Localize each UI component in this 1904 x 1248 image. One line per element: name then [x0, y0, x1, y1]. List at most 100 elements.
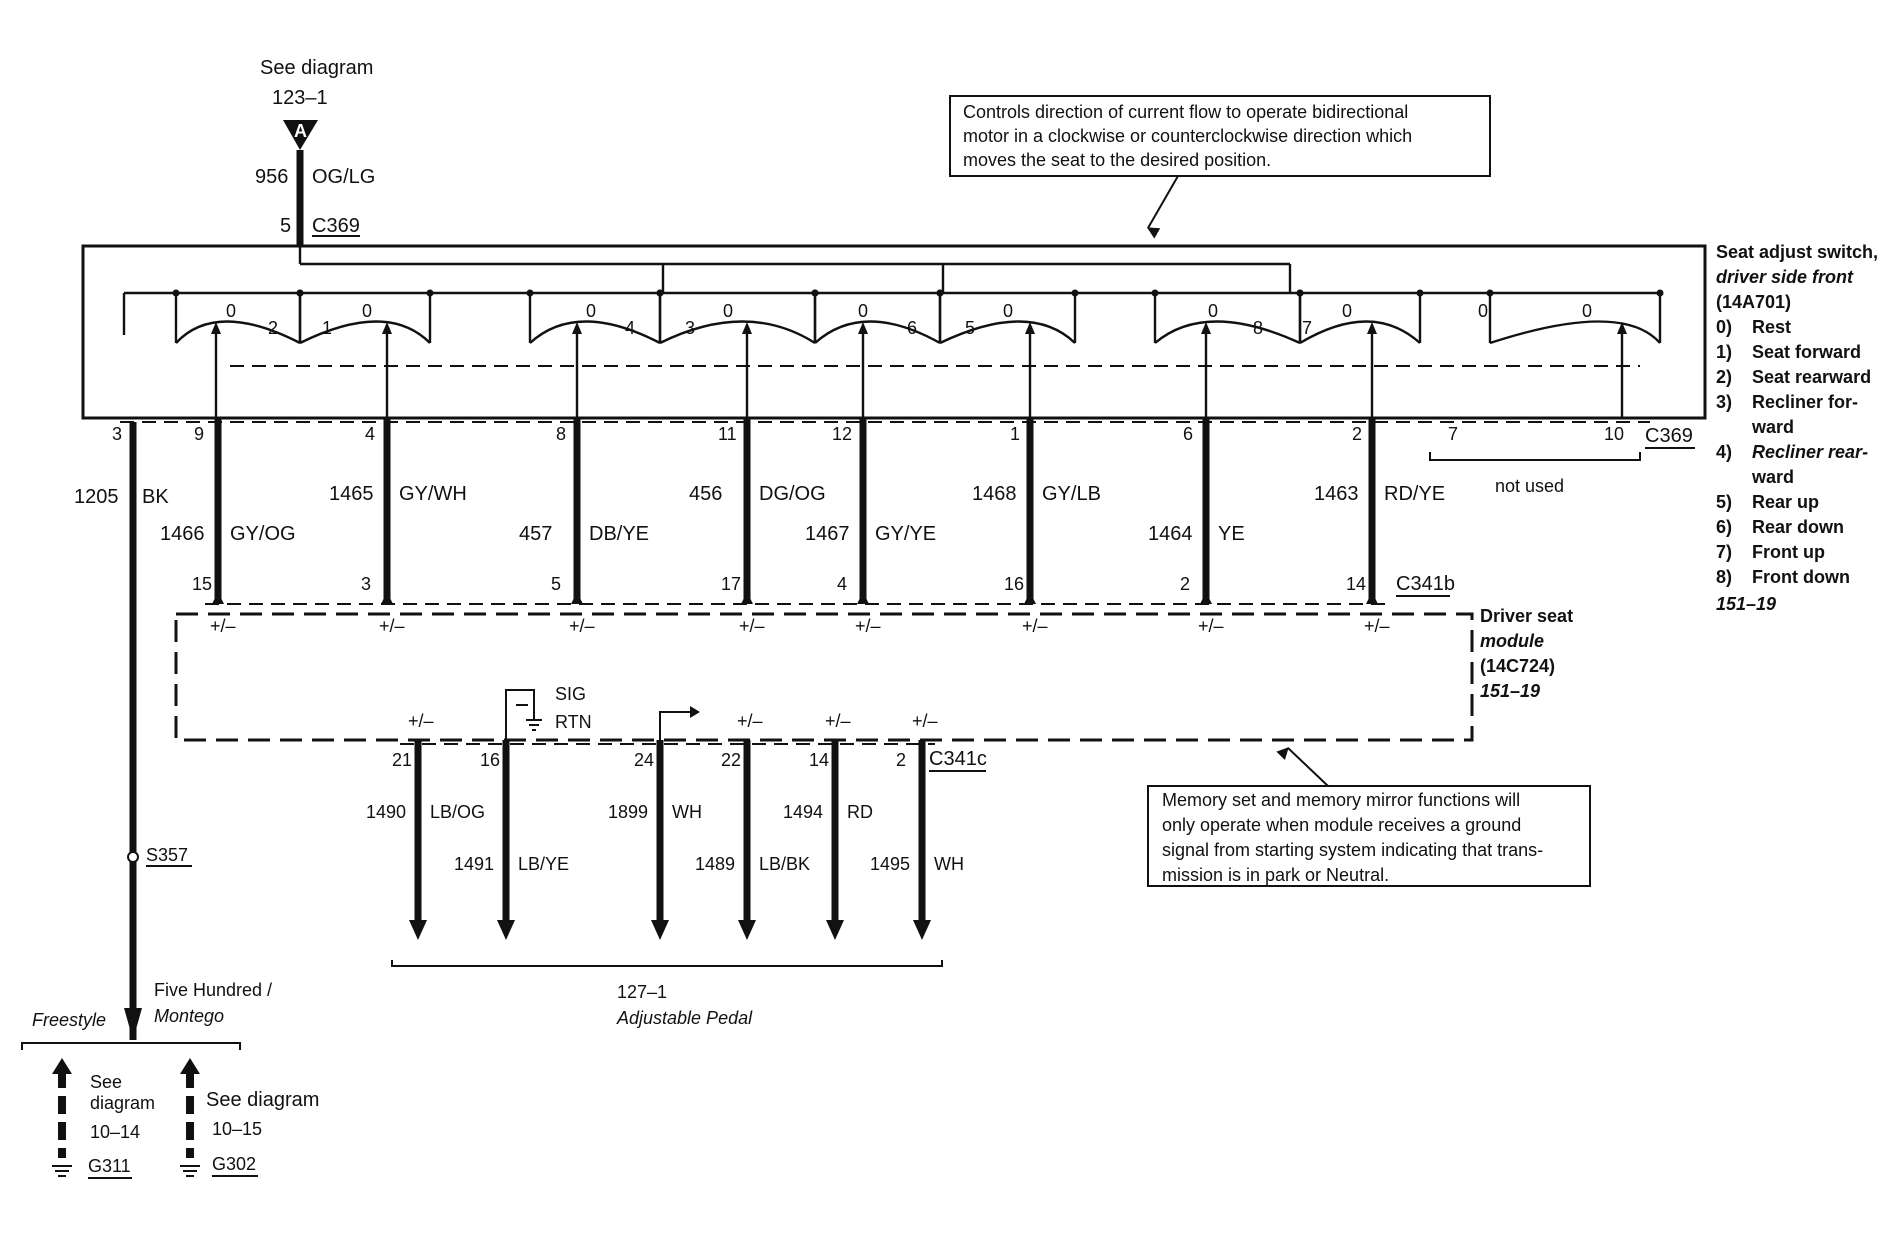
- c369-pin: 11: [718, 424, 737, 444]
- seat-wire-polarity: +/–: [210, 616, 236, 636]
- switch-node: [936, 289, 944, 297]
- legend-item-num: 7): [1716, 542, 1732, 562]
- seat-wire-pin-arrow: [571, 592, 583, 604]
- seat-wire-polarity: +/–: [569, 616, 595, 636]
- module-line2: module: [1480, 631, 1544, 651]
- switch-position-label: 0: [586, 301, 596, 321]
- switch-node: [1416, 289, 1424, 297]
- seat-wire-color: YE: [1218, 523, 1245, 545]
- seat-wire-circuit: 457: [519, 523, 552, 545]
- sig-label: SIG: [555, 684, 586, 704]
- c369-pin: 1: [1010, 424, 1020, 444]
- switch-position-label: 7: [1302, 318, 1312, 338]
- variant-montego: Montego: [154, 1006, 224, 1026]
- variant-bracket: [21, 1042, 241, 1050]
- pedal-wire-color: WH: [934, 854, 964, 874]
- wake-input-arrow: [690, 706, 700, 718]
- note-top-box: [949, 95, 1491, 177]
- switch-arc: [1299, 320, 1421, 345]
- seat-wire-circuit: 1463: [1314, 483, 1359, 505]
- switch-position-label: 5: [965, 318, 975, 338]
- legend-item-num: 0): [1716, 317, 1732, 337]
- switch-pole: [296, 289, 434, 418]
- switch-position-label: 0: [723, 301, 733, 321]
- seat-wire-pin: 17: [721, 574, 741, 594]
- note-bottom-line1: Memory set and memory mirror functions w…: [1162, 790, 1520, 810]
- wire-1205-end-arrow: [124, 1008, 142, 1040]
- switch-pole: [936, 289, 1079, 418]
- legend-item-label: Seat forward: [1752, 342, 1861, 362]
- seat-wire-color: DB/YE: [589, 523, 649, 545]
- seat-wire-pin-arrow: [381, 592, 393, 604]
- g302-arrow: [180, 1058, 200, 1074]
- seat-wire-color: GY/YE: [875, 523, 936, 545]
- switch-pole: [1296, 289, 1424, 418]
- switch-position-label: 0: [1003, 301, 1013, 321]
- seat-wire-circuit: 1468: [972, 483, 1017, 505]
- wire-1205-color: BK: [142, 486, 169, 508]
- seat-wire-pin-arrow: [857, 592, 869, 604]
- switch-node: [526, 289, 534, 297]
- legend-item-label: Recliner for-: [1752, 392, 1858, 412]
- switch-wiper-arrow: [1025, 322, 1035, 334]
- pedal-wire-circuit: 1490: [366, 802, 406, 822]
- module-part-no: (14C724): [1480, 656, 1555, 676]
- seat-wire-color: GY/WH: [399, 483, 467, 505]
- pedal-wire-pin: 14: [809, 750, 829, 770]
- switch-pole: [1151, 289, 1304, 418]
- switch-title-line2: driver side front: [1716, 267, 1854, 287]
- switch-wiper-arrow: [211, 322, 221, 334]
- legend-item-num: 3): [1716, 392, 1732, 412]
- switch-node: [1656, 289, 1664, 297]
- switch-arc: [1154, 320, 1301, 345]
- pedal-wire-circuit: 1495: [870, 854, 910, 874]
- legend-item-num: 2): [1716, 367, 1732, 387]
- switch-arc: [175, 320, 301, 345]
- legend-item-label: ward: [1751, 467, 1794, 487]
- switch-position-label: 6: [907, 318, 917, 338]
- switch-node: [1071, 289, 1079, 297]
- g311-ref-line1: See: [90, 1072, 122, 1092]
- pedal-wire-color: LB/BK: [759, 854, 810, 874]
- seat-wire-polarity: +/–: [1364, 616, 1390, 636]
- seat-wire-polarity: +/–: [739, 616, 765, 636]
- note-top-line2: motor in a clockwise or counterclockwise…: [963, 126, 1412, 146]
- top-ref-line1: See diagram: [260, 57, 373, 79]
- switch-pole: [811, 289, 944, 418]
- seat-wire-color: RD/YE: [1384, 483, 1445, 505]
- seat-wire-circuit: 456: [689, 483, 722, 505]
- switch-position-label: 0: [858, 301, 868, 321]
- wire-956-color: OG/LG: [312, 166, 375, 188]
- not-used-label: not used: [1495, 476, 1564, 496]
- switch-position-label: 0: [1478, 301, 1488, 321]
- wake-input-line: [659, 711, 690, 740]
- seat-wire-circuit: 1467: [805, 523, 850, 545]
- switch-legend-ref: 151–19: [1716, 594, 1776, 614]
- pedal-wire-pin: 21: [392, 750, 412, 770]
- splice-s357-dot: [127, 851, 139, 863]
- pedal-wire-arrow: [738, 920, 756, 940]
- g311-arrow: [52, 1058, 72, 1074]
- legend-item-num: 8): [1716, 567, 1732, 587]
- connector-c369-bottom: C369: [1645, 425, 1693, 447]
- switch-node: [1486, 289, 1494, 297]
- note-top-line1: Controls direction of current flow to op…: [963, 102, 1408, 122]
- wire-956-pin: 5: [280, 215, 291, 237]
- top-ref-line2: 123–1: [272, 87, 328, 109]
- note-bottom-arrow: [1276, 747, 1329, 787]
- switch-wiper-arrow: [742, 322, 752, 334]
- g302-ref-line2: 10–15: [212, 1119, 262, 1139]
- splice-s357-label: S357: [146, 845, 188, 865]
- pedal-wire-polarity: +/–: [825, 711, 851, 731]
- pedal-wire-polarity: +/–: [408, 711, 434, 731]
- g311-ref-line3: 10–14: [90, 1122, 140, 1142]
- seat-wire-pin-arrow: [1024, 592, 1036, 604]
